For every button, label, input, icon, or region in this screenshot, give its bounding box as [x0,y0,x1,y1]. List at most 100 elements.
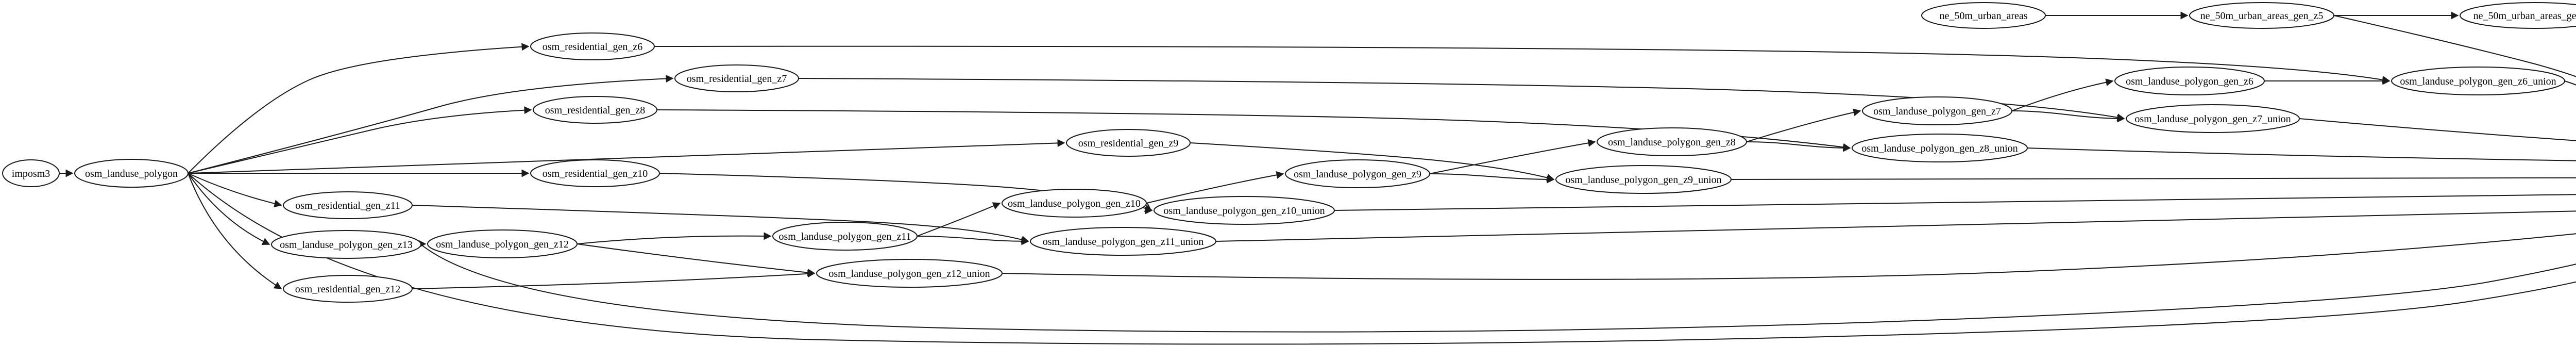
node-label-osm_landuse_polygon_gen_z10_union: osm_landuse_polygon_gen_z10_union [1163,205,1325,217]
edge-osm_landuse_polygon_gen_z6_union-to-z6 [2564,80,2576,86]
edge-osm_landuse_polygon_gen_z11_union-to-z11 [1215,210,2576,242]
node-osm_landuse_polygon_gen_z7: osm_landuse_polygon_gen_z7 [1862,96,2012,125]
node-label-osm_landuse_polygon_gen_z11_union: osm_landuse_polygon_gen_z11_union [1043,236,1204,248]
node-ellipse-osm_landuse_polygon_gen_z11_union [1030,227,1216,256]
node-osm_residential_gen_z12: osm_residential_gen_z12 [283,275,413,303]
node-ellipse-osm_landuse_polygon [74,159,189,188]
edge-osm_landuse_polygon_gen_z8_union-to-z8 [2027,147,2576,161]
edge-osm_landuse_polygon-to-osm_residential_gen_z7 [188,75,674,174]
node-label-osm_landuse_polygon_gen_z6_union: osm_landuse_polygon_gen_z6_union [2400,76,2556,87]
node-ellipse-osm_landuse_polygon_gen_z10 [1002,189,1147,218]
node-osm_residential_gen_z10: osm_residential_gen_z10 [530,159,660,187]
node-ellipse-osm_landuse_polygon_gen_z8_union [1852,134,2028,162]
node-osm_landuse_polygon_gen_z8: osm_landuse_polygon_gen_z8 [1597,127,1747,156]
edge-osm_landuse_polygon_gen_z12-to-osm_landuse_polygon_gen_z12_union [577,243,816,277]
edge-osm_landuse_polygon_gen_z11-to-osm_landuse_polygon_gen_z11_union [917,236,1029,245]
edge-osm_landuse_polygon_gen_z9_union-to-z9 [1731,177,2576,180]
node-label-osm_landuse_polygon_gen_z7_union: osm_landuse_polygon_gen_z7_union [2134,113,2291,125]
edge-osm_landuse_polygon-to-osm_landuse_polygon_gen_z13 [188,173,270,245]
node-ellipse-osm_landuse_polygon_gen_z9_union [1555,165,1732,194]
node-ellipse-osm_landuse_polygon_gen_z12 [427,229,578,258]
node-osm_residential_gen_z8: osm_residential_gen_z8 [533,96,657,124]
node-ellipse-osm_residential_gen_z10 [530,159,660,187]
node-ellipse-osm_landuse_polygon_gen_z8 [1597,127,1747,156]
node-osm_residential_gen_z9: osm_residential_gen_z9 [1066,129,1191,157]
node-ellipse-imposm3 [2,159,60,187]
node-label-osm_landuse_polygon_gen_z11: osm_landuse_polygon_gen_z11 [778,231,911,242]
node-osm_landuse_polygon_gen_z8_union: osm_landuse_polygon_gen_z8_union [1852,134,2028,162]
edge-osm_landuse_polygon_gen_z8-to-osm_landuse_polygon_gen_z7 [1746,108,1861,142]
node-label-osm_landuse_polygon_gen_z13: osm_landuse_polygon_gen_z13 [280,239,413,251]
node-ellipse-osm_residential_gen_z6 [530,32,655,60]
edge-osm_landuse_polygon-to-z14+ [188,173,2576,345]
edge-osm_landuse_polygon-to-osm_residential_gen_z12 [188,173,282,289]
node-ellipse-osm_landuse_polygon_gen_z12_union [816,259,1003,288]
node-label-osm_landuse_polygon_gen_z12: osm_landuse_polygon_gen_z12 [436,239,569,250]
node-label-osm_landuse_polygon_gen_z12_union: osm_landuse_polygon_gen_z12_union [828,268,990,279]
node-label-ne_50m_urban_areas: ne_50m_urban_areas [1939,10,2027,22]
edge-osm_landuse_polygon_gen_z7-to-osm_landuse_polygon_gen_z7_union [2011,110,2125,123]
node-ellipse-osm_residential_gen_z7 [674,64,799,92]
node-label-osm_landuse_polygon_gen_z9_union: osm_landuse_polygon_gen_z9_union [1565,174,1721,186]
node-imposm3: imposm3 [2,159,60,187]
node-label-ne_50m_urban_areas_gen_z4: ne_50m_urban_areas_gen_z4 [2473,10,2576,22]
node-label-osm_residential_gen_z7: osm_residential_gen_z7 [687,73,787,85]
node-label-osm_landuse_polygon_gen_z7: osm_landuse_polygon_gen_z7 [1873,106,2001,117]
node-ellipse-osm_residential_gen_z8 [533,96,657,124]
edge-osm_residential_gen_z9-to-osm_landuse_polygon_gen_z9_union [1190,142,1555,182]
node-ellipse-osm_residential_gen_z9 [1066,129,1191,157]
node-osm_landuse_polygon_gen_z11: osm_landuse_polygon_gen_z11 [772,222,918,251]
node-osm_landuse_polygon_gen_z11_union: osm_landuse_polygon_gen_z11_union [1030,227,1216,256]
node-label-osm_residential_gen_z10: osm_residential_gen_z10 [543,168,648,179]
node-label-imposm3: imposm3 [12,168,50,179]
edge-osm_landuse_polygon_gen_z10_union-to-z10 [1334,194,2576,211]
node-ellipse-ne_50m_urban_areas [1921,2,2046,29]
node-osm_residential_gen_z7: osm_residential_gen_z7 [674,64,799,92]
node-label-osm_residential_gen_z9: osm_residential_gen_z9 [1078,138,1178,149]
edge-osm_landuse_polygon-to-osm_residential_gen_z11 [188,173,282,208]
node-ne_50m_urban_areas: ne_50m_urban_areas [1921,2,2046,29]
node-osm_landuse_polygon_gen_z13: osm_landuse_polygon_gen_z13 [271,230,421,259]
edge-osm_landuse_polygon_gen_z12-to-osm_landuse_polygon_gen_z11 [577,232,772,244]
edge-osm_landuse_polygon_gen_z11-to-osm_landuse_polygon_gen_z10 [917,202,1001,237]
edge-osm_residential_gen_z12-to-osm_landuse_polygon_gen_z12_union [412,270,816,289]
node-osm_landuse_polygon_gen_z6_union: osm_landuse_polygon_gen_z6_union [2391,67,2565,95]
node-ne_50m_urban_areas_gen_z4: ne_50m_urban_areas_gen_z4 [2460,2,2576,29]
node-label-osm_residential_gen_z6: osm_residential_gen_z6 [543,41,642,53]
node-label-osm_residential_gen_z8: osm_residential_gen_z8 [545,105,645,116]
edge-osm_landuse_polygon_gen_z8-to-osm_landuse_polygon_gen_z8_union [1746,141,1851,152]
node-label-osm_landuse_polygon_gen_z10: osm_landuse_polygon_gen_z10 [1008,198,1141,209]
node-ellipse-osm_residential_gen_z11 [283,191,413,219]
edge-osm_landuse_polygon_gen_z9-to-osm_landuse_polygon_gen_z9_union [1429,173,1555,184]
node-osm_landuse_polygon: osm_landuse_polygon [74,159,189,188]
node-ellipse-osm_landuse_polygon_gen_z6_union [2391,67,2565,95]
node-label-osm_residential_gen_z11: osm_residential_gen_z11 [295,200,400,211]
node-osm_landuse_polygon_gen_z9_union: osm_landuse_polygon_gen_z9_union [1555,165,1732,194]
edge-osm_landuse_polygon-to-osm_residential_gen_z8 [188,106,532,174]
edge-osm_landuse_polygon_gen_z7_union-to-z7 [2299,118,2576,141]
node-label-osm_residential_gen_z12: osm_residential_gen_z12 [295,284,400,295]
node-ellipse-osm_landuse_polygon_gen_z11 [772,222,918,251]
node-ellipse-ne_50m_urban_areas_gen_z5 [2189,2,2334,29]
edge-osm_landuse_polygon-to-osm_residential_gen_z9 [188,139,1065,174]
node-ellipse-osm_landuse_polygon_gen_z9 [1285,159,1430,188]
edge-osm_landuse_polygon_gen_z12_union-to-z12 [1002,233,2576,280]
node-ellipse-osm_landuse_polygon_gen_z7_union [2126,104,2300,133]
node-ellipse-osm_residential_gen_z12 [283,275,413,303]
node-ne_50m_urban_areas_gen_z5: ne_50m_urban_areas_gen_z5 [2189,2,2334,29]
edge-osm_landuse_polygon_gen_z10-to-osm_landuse_polygon_gen_z9 [1146,171,1284,204]
node-label-osm_landuse_polygon_gen_z8_union: osm_landuse_polygon_gen_z8_union [1861,143,2018,154]
edge-osm_landuse_polygon_gen_z13-to-z13 [420,244,2576,333]
node-label-ne_50m_urban_areas_gen_z5: ne_50m_urban_areas_gen_z5 [2200,10,2324,22]
node-osm_landuse_polygon_gen_z10: osm_landuse_polygon_gen_z10 [1002,189,1147,218]
node-osm_landuse_polygon_gen_z9: osm_landuse_polygon_gen_z9 [1285,159,1430,188]
node-ellipse-osm_landuse_polygon_gen_z7 [1862,96,2012,125]
node-ellipse-osm_landuse_polygon_gen_z10_union [1154,196,1335,225]
node-ellipse-osm_landuse_polygon_gen_z13 [271,230,421,259]
node-osm_landuse_polygon_gen_z12: osm_landuse_polygon_gen_z12 [427,229,578,258]
node-label-osm_landuse_polygon: osm_landuse_polygon [85,168,178,179]
node-ellipse-ne_50m_urban_areas_gen_z4 [2460,2,2576,29]
node-label-osm_landuse_polygon_gen_z6: osm_landuse_polygon_gen_z6 [2126,76,2253,87]
